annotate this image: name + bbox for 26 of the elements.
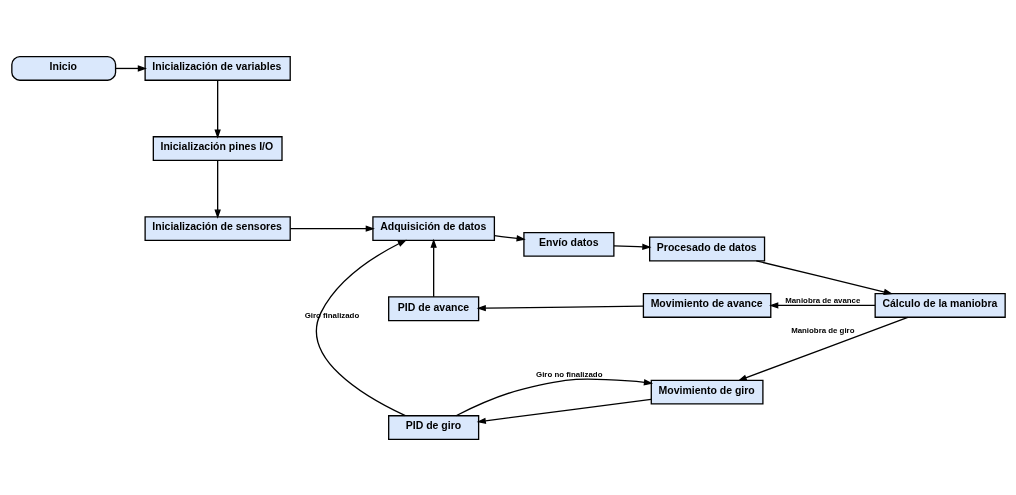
arrow [315,239,407,416]
node-box: PID de giro [387,414,479,440]
node-box: Movimiento de avance [642,292,771,318]
arrow [737,316,908,381]
arrow [213,159,221,219]
arrow [454,377,653,416]
node-box: PID de avance [387,295,479,321]
arrow [213,79,221,139]
node-box: Cálculo de la maniobra [874,292,1006,318]
node-box: Envío datos [522,231,615,257]
arrow [612,243,651,250]
node-box: Adquisición de datos [371,215,495,241]
node-box: Inicialización de variables [143,55,291,81]
arrow [493,234,526,241]
arrow [289,224,375,232]
node-box: Inicialización de sensores [143,215,291,241]
arrow [476,398,652,424]
node-box: Inicialización pines I/O [152,135,283,161]
arrow [429,238,437,297]
arrow [114,64,147,72]
arrow [768,301,876,309]
arrow [755,259,893,295]
node-box: Movimiento de giro [650,379,764,405]
arrow [476,304,644,311]
node-box: Procesado de datos [648,236,765,261]
node-box: Inicio [10,55,116,81]
